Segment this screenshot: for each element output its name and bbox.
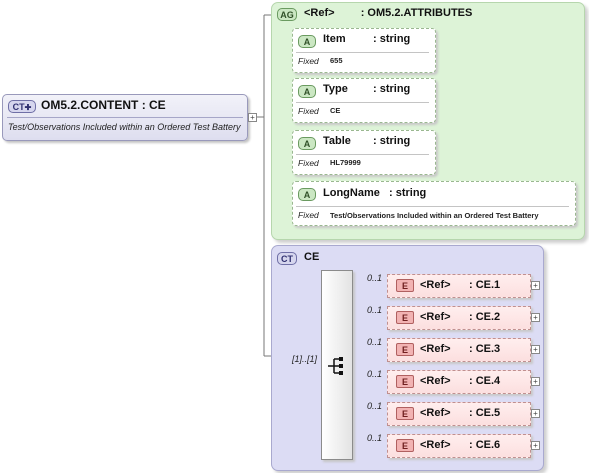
element-type: : CE.4 [469,375,501,387]
plus-box-icon[interactable]: + [531,313,540,322]
root-element-name: OM5.2.CONTENT [41,98,139,112]
attribute-divider [296,102,429,103]
element-box[interactable]: E <Ref> : CE.3 [387,338,531,362]
attribute-longname-box[interactable] [292,181,576,226]
fixed-label: Fixed [298,106,319,116]
fixed-label: Fixed [298,210,319,220]
attribute-type: : string [373,83,411,95]
element-multiplicity: 0..1 [367,369,383,379]
attribute-group-icon: AG [277,8,297,21]
fixed-value: Test/Observations Included within an Ord… [330,211,539,220]
element-multiplicity: 0..1 [367,273,383,283]
fixed-value: HL79999 [330,158,361,167]
element-ref: <Ref> [420,311,451,323]
attribute-group-title: <Ref> : OM5.2.ATTRIBUTES [304,7,472,19]
complex-type-icon: CT✚ [8,100,36,113]
attribute-divider [296,206,569,207]
fixed-label: Fixed [298,56,319,66]
attribute-icon: A [298,35,316,48]
attribute-name: Table [323,135,351,147]
element-type: : CE.2 [469,311,501,323]
element-icon: E [396,311,414,324]
element-multiplicity: 0..1 [367,401,383,411]
attribute-icon: A [298,137,316,150]
attribute-group-ref: <Ref> [304,7,335,19]
element-box[interactable]: E <Ref> : CE.5 [387,402,531,426]
complex-type-name: CE [304,251,320,263]
element-multiplicity: 0..1 [367,337,383,347]
element-type: : CE.5 [469,407,501,419]
plus-box-icon[interactable]: + [531,441,540,450]
root-element-title: OM5.2.CONTENT : CE [41,98,166,112]
attribute-name: Item [323,33,346,45]
attribute-type: : string [373,33,411,45]
root-documentation: Test/Observations Included within an Ord… [8,122,241,132]
attribute-name: Type [323,83,348,95]
element-box[interactable]: E <Ref> : CE.4 [387,370,531,394]
element-box[interactable]: E <Ref> : CE.1 [387,274,531,298]
fixed-value: CE [330,106,341,115]
element-multiplicity: 0..1 [367,305,383,315]
root-element-type: : CE [141,98,166,112]
fixed-value: 655 [330,56,343,65]
element-icon: E [396,343,414,356]
element-multiplicity: 0..1 [367,433,383,443]
attribute-table-box[interactable] [292,130,436,175]
element-ref: <Ref> [420,375,451,387]
plus-box-icon[interactable]: + [531,377,540,386]
element-icon: E [396,439,414,452]
attribute-group-type: : OM5.2.ATTRIBUTES [360,7,473,19]
plus-box-icon[interactable]: + [531,281,540,290]
plus-box-icon[interactable]: + [531,345,540,354]
complex-type-icon: CT [277,252,297,265]
element-icon: E [396,407,414,420]
element-ref: <Ref> [420,439,451,451]
attribute-divider [296,154,429,155]
element-ref: <Ref> [420,343,451,355]
element-type: : CE.6 [469,439,501,451]
element-box[interactable]: E <Ref> : CE.6 [387,434,531,458]
element-type: : CE.3 [469,343,501,355]
fixed-label: Fixed [298,158,319,168]
attribute-icon: A [298,85,316,98]
sequence-multiplicity: [1]..[1] [292,354,318,364]
attribute-type: : string [389,187,427,199]
root-expand-toggle[interactable]: + [248,113,257,122]
plus-box-icon[interactable]: + [531,409,540,418]
root-element-box[interactable]: CT✚ OM5.2.CONTENT : CE Test/Observations… [2,94,248,141]
attribute-item-box[interactable] [292,28,436,73]
element-box[interactable]: E <Ref> : CE.2 [387,306,531,330]
sequence-icon [328,357,343,375]
sequence-compositor[interactable] [321,270,353,460]
element-icon: E [396,375,414,388]
attribute-icon: A [298,188,316,201]
element-ref: <Ref> [420,279,451,291]
attribute-type-box[interactable] [292,78,436,123]
attribute-type: : string [373,135,411,147]
root-divider [7,117,243,118]
attribute-name: LongName [323,187,380,199]
element-type: : CE.1 [469,279,501,291]
element-ref: <Ref> [420,407,451,419]
attribute-divider [296,52,429,53]
element-icon: E [396,279,414,292]
